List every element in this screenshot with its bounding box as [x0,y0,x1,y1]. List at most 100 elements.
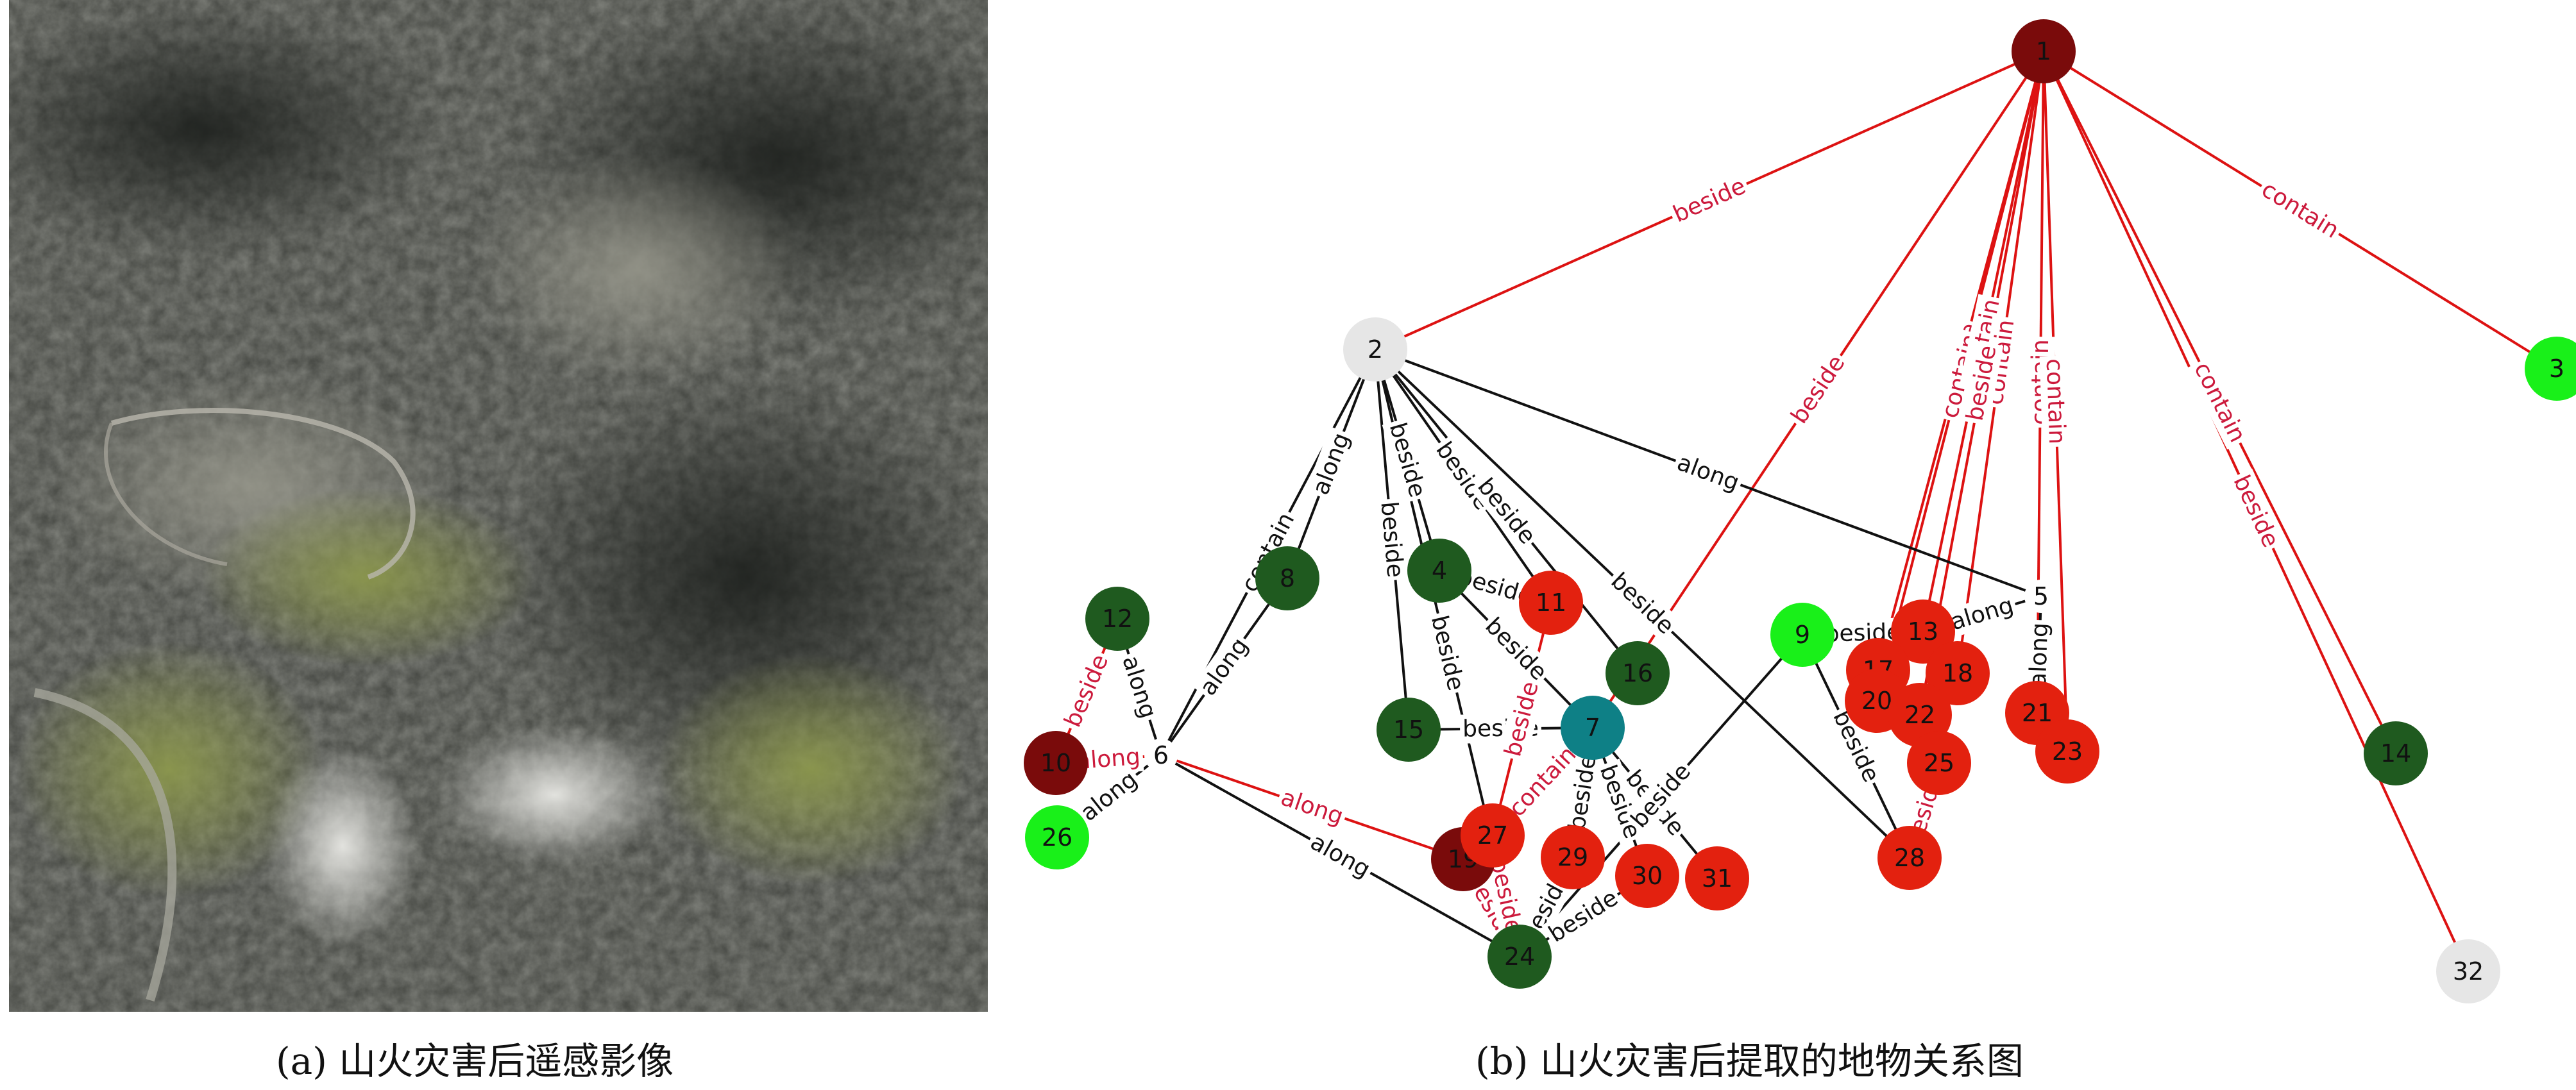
node-label: 6 [1153,741,1169,769]
edge-label-background [2253,174,2347,246]
edge-label-background [1423,610,1471,696]
edge-label-2-8: along [1305,426,1357,501]
node-circle [1907,731,1971,795]
edge-label-text: beside [1786,351,1851,429]
edge-label-background [1783,348,1853,432]
edge-label-background [1498,676,1546,762]
node-circle [1377,698,1441,762]
edge-label-background [2186,355,2253,449]
node-label: 27 [1477,821,1508,850]
edge-label-background [1623,755,1699,836]
edge-label-text: along [1117,653,1161,722]
node-circle [2364,721,2428,785]
node-circle [1685,846,1749,910]
edge-label-text: along [1306,829,1375,884]
node-label: 12 [1102,605,1133,633]
edge-label-background [1666,171,1753,230]
node-9: 9 [1770,603,1835,667]
edge-label-text: along [1278,784,1347,830]
node-15: 15 [1377,698,1441,762]
node-circle [1888,683,1952,747]
edge-label-5-13: along [1944,590,2020,638]
edge-label-text: along [1674,449,1743,496]
node-label: 3 [2549,355,2564,383]
edge-label-6-24: along [1303,826,1378,886]
node-25: 25 [1907,731,1971,795]
edge-label-background [2226,468,2286,555]
edge-label-8-6: along [1192,630,1257,703]
edge-label-text: beside [1606,568,1679,640]
node-circle [1561,696,1625,760]
node-label: 4 [1432,557,1447,585]
node-6: 6 [1144,739,1178,772]
node-circle [1487,925,1552,989]
edge-label-background [2023,619,2055,690]
node-5: 5 [2024,580,2058,613]
edge-label-text: beside [1060,651,1114,731]
edge-label-1-2: beside [1666,171,1753,230]
edge-label-background [1541,882,1626,950]
edge-label-background [1944,590,2020,638]
remote-sensing-image [9,0,988,1012]
edge-label-background [1303,826,1378,886]
edge-label-2-5: along [1670,447,1746,499]
node-label: 22 [1904,701,1935,729]
edge-label-text: along [2025,622,2053,687]
node-label: 25 [1924,749,1954,777]
edge-label-background [1960,340,2004,426]
edge-label-1-23: contain [2039,355,2072,448]
node-circle [1519,571,1583,635]
edge-label-text: contain [2041,358,2071,445]
node-31: 31 [1685,846,1749,910]
edge-label-text: beside [1384,420,1430,500]
edge-label-background [1057,648,1116,734]
node-circle [1024,731,1088,795]
edge-label-1-32: beside [2226,468,2286,555]
node-label: 28 [1894,844,1925,872]
node-label: 16 [1622,659,1653,687]
edge-label-background [1382,417,1433,503]
edge-label-background [1275,782,1350,832]
edge-label-background [1670,447,1746,499]
node-12: 12 [1085,587,1149,651]
node-circle [1770,603,1835,667]
edge-label-background [1374,498,1410,582]
node-label: 7 [1585,714,1600,742]
edge-label-2-4: beside [1382,417,1433,503]
node-2: 2 [1343,317,1407,382]
node-8: 8 [1255,546,1319,610]
edge-label-1-7: beside [1783,348,1853,432]
node-label: 10 [1040,749,1071,777]
edge-label-2-28: beside [1603,565,1682,642]
node-circle [1541,825,1605,889]
node-label: 8 [1280,564,1295,592]
node-circle [1926,641,1990,705]
node-3: 3 [2525,337,2576,401]
edge-label-background [1477,610,1555,689]
edge-label-2-15: beside [1374,498,1410,582]
node-label: 11 [1536,589,1566,617]
edge-label-1-22: beside [1960,340,2004,426]
node-label-backdrop [1144,739,1178,772]
node-22: 22 [1888,683,1952,747]
edge-label-background [1192,630,1257,703]
edge-label-text: beside [1669,173,1749,228]
node-label: 24 [1504,943,1535,971]
node-circle [1255,546,1319,610]
node-circle [1606,641,1670,705]
node-30: 30 [1615,844,1679,908]
node-16: 16 [1606,641,1670,705]
node-32: 32 [2436,939,2500,1003]
node-24: 24 [1487,925,1552,989]
node-circle [1461,803,1525,868]
node-label: 26 [1042,823,1072,851]
edge-label-background [1603,565,1682,642]
node-28: 28 [1877,826,1942,890]
node-label: 14 [2380,739,2411,767]
edge-label-5-21: along [2023,619,2055,690]
node-label: 1 [2036,37,2051,65]
node-circle [1085,587,1149,651]
edge-label-background [1115,650,1164,725]
node-label: 23 [2052,737,2083,766]
